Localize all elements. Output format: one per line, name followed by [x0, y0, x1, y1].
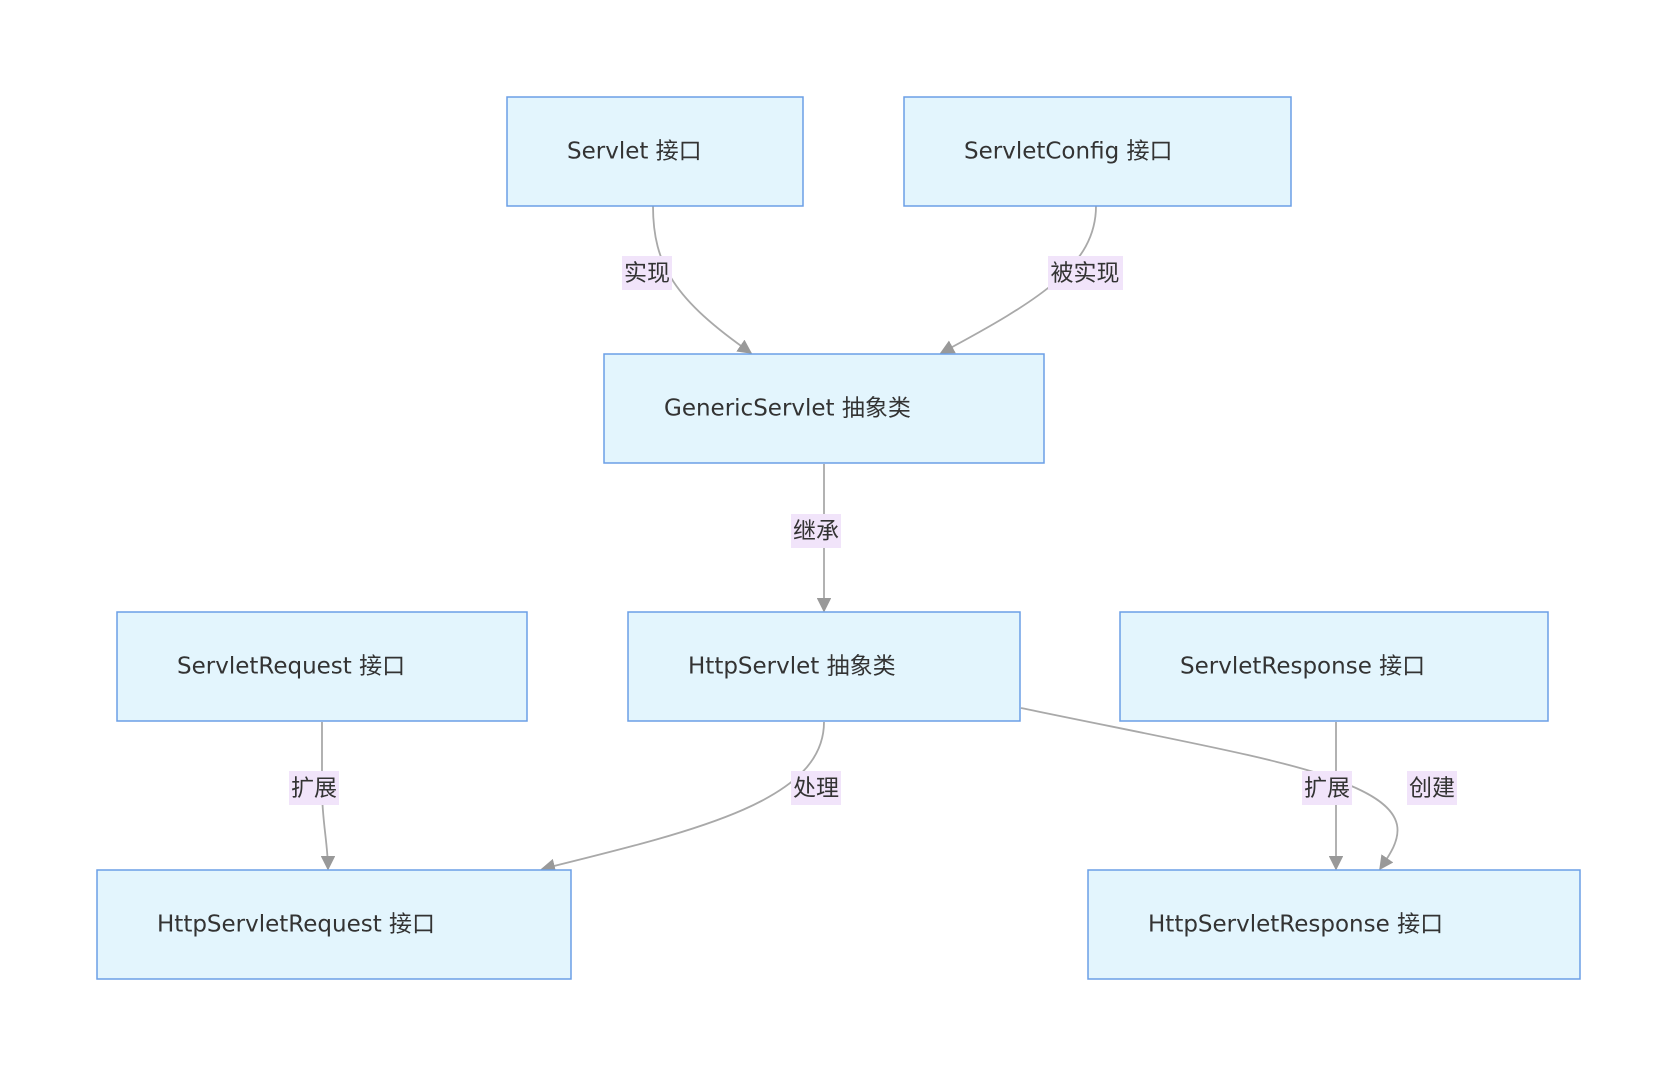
node-generic-servlet: GenericServlet 抽象类 [603, 353, 1045, 464]
node-http-servlet-response: HttpServletResponse 接口 [1087, 869, 1581, 980]
node-servlet-request-label: ServletRequest 接口 [177, 654, 405, 680]
node-generic-servlet-label: GenericServlet 抽象类 [664, 396, 911, 422]
edge-label-implemented-by: 被实现 [1051, 261, 1120, 287]
node-servlet-config: ServletConfig 接口 [903, 96, 1292, 207]
edge-label-http-to-http-response: 创建 [1407, 771, 1457, 805]
edge-label-response-to-http-response: 扩展 [1302, 771, 1352, 805]
edges [320, 205, 1399, 873]
node-http-servlet-request: HttpServletRequest 接口 [96, 869, 572, 980]
node-servlet-response-label: ServletResponse 接口 [1180, 654, 1425, 680]
node-http-servlet-request-label: HttpServletRequest 接口 [157, 912, 435, 938]
edge-label-handle: 处理 [793, 776, 839, 802]
edge-label-inherit: 继承 [793, 519, 839, 545]
node-http-servlet: HttpServlet 抽象类 [627, 611, 1021, 722]
edge-label-servlet-to-generic: 实现 [622, 256, 672, 290]
edge-http-to-http-request [540, 721, 825, 873]
node-servlet-response: ServletResponse 接口 [1119, 611, 1549, 722]
edge-label-extend-response: 扩展 [1304, 776, 1350, 802]
node-servlet: Servlet 接口 [506, 96, 804, 207]
edge-label-implement: 实现 [624, 261, 670, 287]
node-servlet-label: Servlet 接口 [567, 139, 702, 165]
node-http-servlet-response-label: HttpServletResponse 接口 [1148, 912, 1443, 938]
node-servlet-config-label: ServletConfig 接口 [964, 139, 1172, 165]
edge-label-config-to-generic: 被实现 [1048, 256, 1123, 290]
edge-label-extend-request: 扩展 [291, 776, 337, 802]
edge-label-request-to-http-request: 扩展 [289, 771, 339, 805]
edge-label-generic-to-http: 继承 [791, 514, 841, 548]
edge-label-create: 创建 [1409, 776, 1455, 802]
edge-servlet-to-generic [652, 205, 753, 354]
node-http-servlet-label: HttpServlet 抽象类 [688, 654, 896, 680]
node-servlet-request: ServletRequest 接口 [116, 611, 528, 722]
edge-label-http-to-http-request: 处理 [791, 771, 841, 805]
